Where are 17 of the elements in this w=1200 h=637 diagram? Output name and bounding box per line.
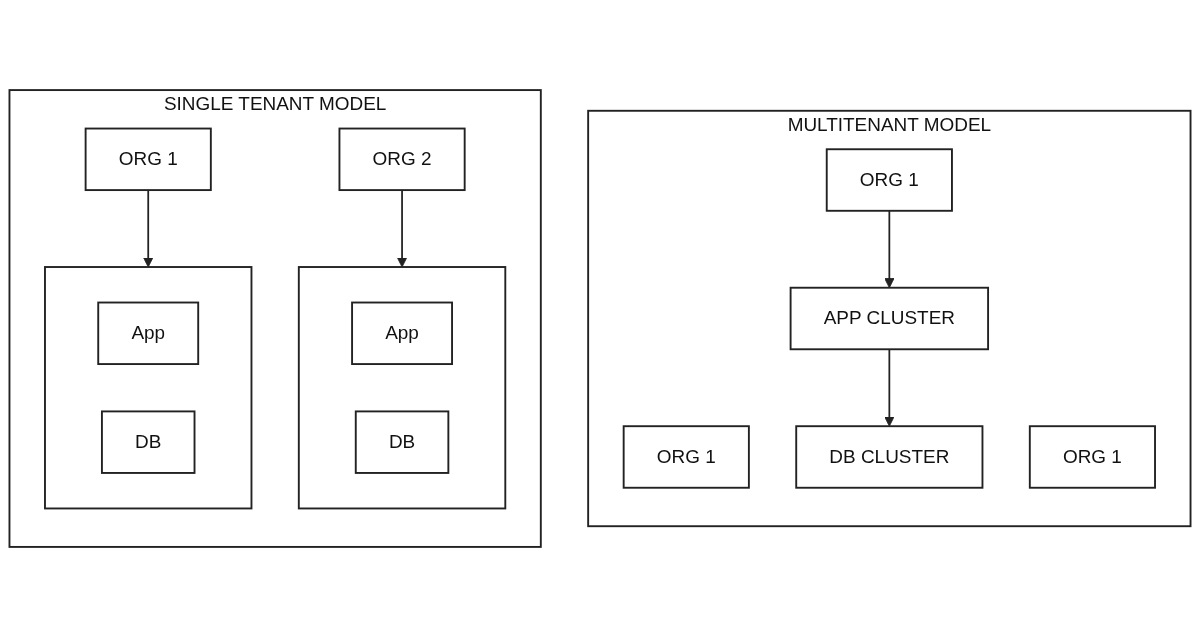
node-box: DB CLUSTER (795, 425, 984, 489)
arrow (396, 189, 408, 268)
cluster (297, 266, 507, 510)
node-box: ORG 1 (622, 425, 750, 489)
arrow (884, 348, 895, 427)
arrow (143, 189, 154, 268)
node-box: App (351, 301, 453, 365)
node-box: ORG 1 (825, 148, 953, 212)
node-box: ORG 1 (1028, 425, 1156, 489)
node-box: APP CLUSTER (789, 286, 990, 351)
cluster (44, 266, 253, 510)
arrow (884, 209, 895, 289)
node-box: ORG 1 (84, 127, 212, 192)
node-box: DB (100, 410, 196, 474)
node-box: ORG 2 (338, 127, 466, 192)
node-box: App (97, 301, 200, 365)
node-box: DB (354, 410, 450, 474)
